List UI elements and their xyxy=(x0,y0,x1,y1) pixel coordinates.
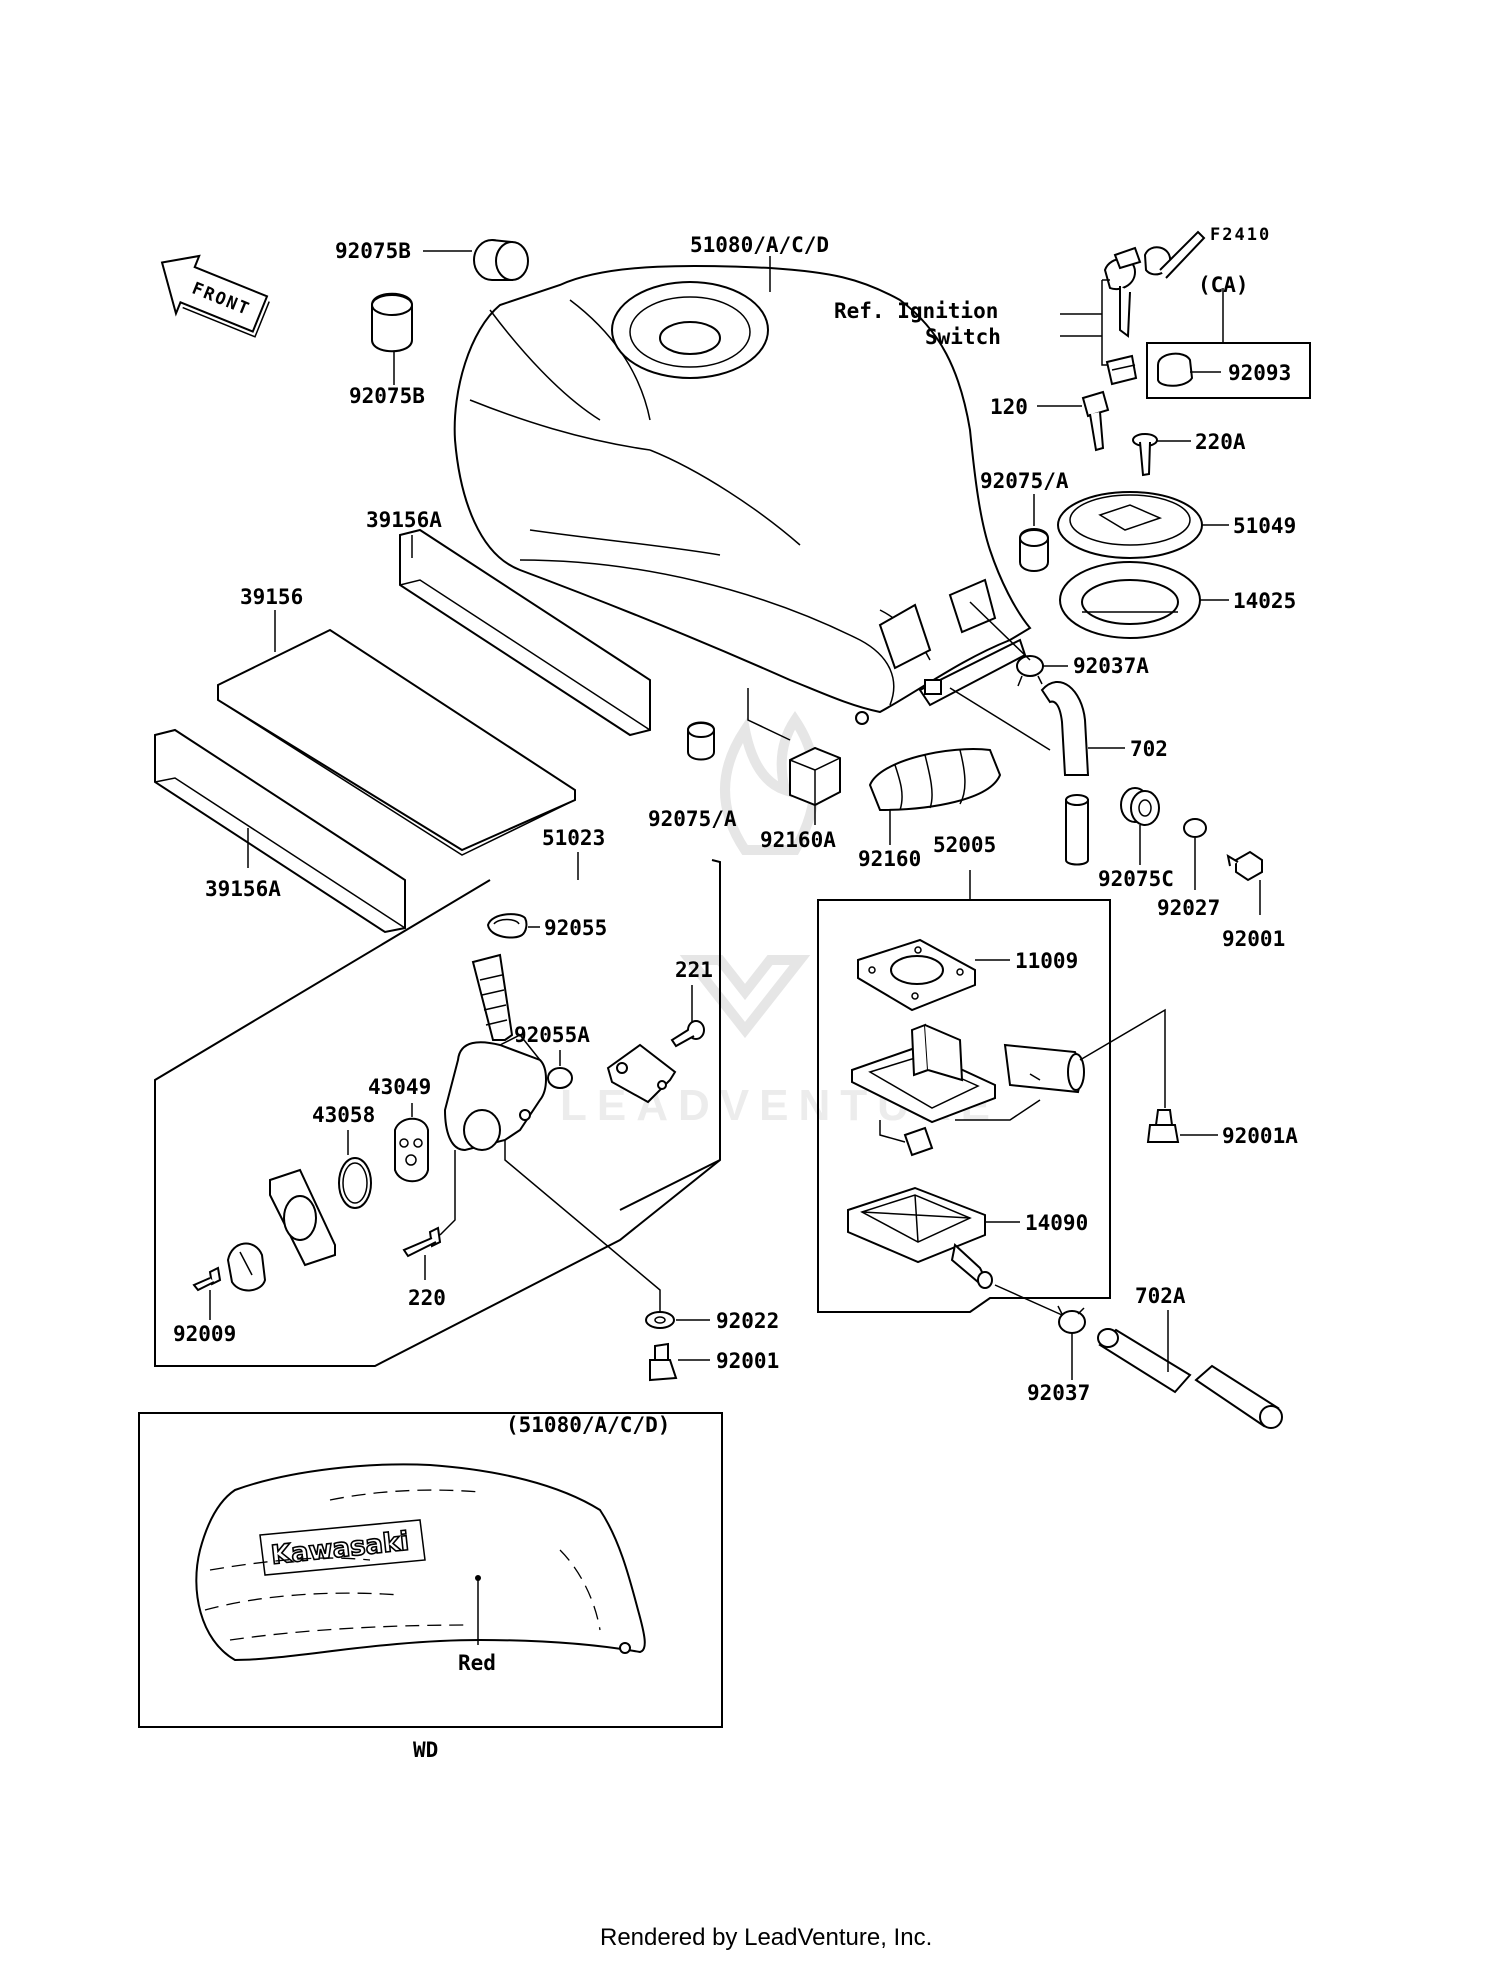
washer-92022 xyxy=(645,1311,675,1329)
pump-unit xyxy=(851,1023,1085,1157)
grommet-92075c xyxy=(1120,787,1160,826)
oring-92055a xyxy=(547,1067,573,1089)
damper-92075a-right xyxy=(1019,528,1049,572)
label-92055a: 92055A xyxy=(514,1023,590,1047)
label-43049: 43049 xyxy=(368,1075,431,1099)
screw-221 xyxy=(670,1020,705,1048)
clip-92037 xyxy=(1057,1305,1086,1334)
bolt-92001-bottom xyxy=(649,1342,678,1382)
label-92009: 92009 xyxy=(173,1322,236,1346)
label-220a: 220A xyxy=(1195,430,1246,454)
pad-39156a-bottom xyxy=(154,728,406,934)
footer-credit: Rendered by LeadVenture, Inc. xyxy=(600,1924,932,1951)
hose-702 xyxy=(1040,680,1090,866)
bolt-92001a xyxy=(1146,1109,1180,1143)
fuel-pump-frame xyxy=(817,899,1111,1313)
lever-cock xyxy=(226,1242,267,1292)
bolt-92001-right xyxy=(1226,850,1263,882)
label-43058: 43058 xyxy=(312,1103,375,1127)
label-14025: 14025 xyxy=(1233,589,1296,613)
inset-ref-label: (51080/A/C/D) xyxy=(506,1413,670,1437)
label-92037a: 92037A xyxy=(1073,654,1149,678)
cushion-92160 xyxy=(868,748,1002,812)
label-52005: 52005 xyxy=(933,833,996,857)
screw-92009 xyxy=(192,1266,222,1292)
front-arrow: FRONT xyxy=(160,254,270,338)
inset-color-label: Red xyxy=(458,1651,496,1675)
label-92075c: 92075C xyxy=(1098,867,1174,891)
label-220: 220 xyxy=(408,1286,446,1310)
label-92075a-left: 92075/A xyxy=(648,807,737,831)
label-221: 221 xyxy=(675,958,713,982)
label-92160: 92160 xyxy=(858,847,921,871)
label-92027: 92027 xyxy=(1157,896,1220,920)
inset-wd-frame xyxy=(138,1412,723,1728)
label-11009: 11009 xyxy=(1015,949,1078,973)
label-92037: 92037 xyxy=(1027,1381,1090,1405)
damper-92075a-left xyxy=(687,721,715,761)
plate-221 xyxy=(606,1043,677,1104)
oring-92055 xyxy=(486,913,528,939)
label-92022: 92022 xyxy=(716,1309,779,1333)
inset-color-leader xyxy=(475,1575,481,1645)
label-92160a: 92160A xyxy=(760,828,836,852)
label-39156a-top: 39156A xyxy=(366,508,442,532)
label-120: 120 xyxy=(990,395,1028,419)
ignition-keys xyxy=(1103,230,1206,386)
oring-43058 xyxy=(338,1157,372,1209)
pad-39156 xyxy=(217,628,576,856)
ring-14025 xyxy=(1059,561,1201,639)
ref-note-line1: Ref. Ignition xyxy=(834,299,998,323)
gasket-11009 xyxy=(857,938,976,1012)
part-labels: 92075B 51080/A/C/D 92075B 92093 120 220A… xyxy=(173,233,1298,1405)
bolt-120 xyxy=(1081,390,1110,452)
block-92160a xyxy=(789,746,841,807)
screw-220 xyxy=(402,1226,442,1258)
cap-92093-box xyxy=(1146,342,1311,399)
label-51080: 51080/A/C/D xyxy=(690,233,829,257)
label-92093: 92093 xyxy=(1228,361,1291,385)
leader-lines xyxy=(209,250,1261,1380)
label-702a: 702A xyxy=(1135,1284,1186,1308)
label-92001-right: 92001 xyxy=(1222,927,1285,951)
fuel-tank xyxy=(453,264,1032,725)
label-92075a-right: 92075/A xyxy=(980,469,1069,493)
label-92001-bottom: 92001 xyxy=(716,1349,779,1373)
label-702: 702 xyxy=(1130,737,1168,761)
damper-92075b-top xyxy=(473,239,529,281)
filter-14090 xyxy=(847,1186,993,1289)
label-51023: 51023 xyxy=(542,826,605,850)
washer-92027 xyxy=(1183,818,1207,838)
plate-cock xyxy=(269,1168,336,1267)
label-92001a: 92001A xyxy=(1222,1124,1298,1148)
label-92075b-left: 92075B xyxy=(349,384,425,408)
fuel-cock-body xyxy=(443,953,547,1152)
label-39156: 39156 xyxy=(240,585,303,609)
hose-702a xyxy=(1097,1328,1283,1429)
variant-ca-label: (CA) xyxy=(1198,273,1249,297)
label-92075b-top: 92075B xyxy=(335,239,411,263)
inset-variant-label: WD xyxy=(413,1738,438,1762)
inset-tank: Kawasaki xyxy=(195,1463,646,1662)
fuel-cock-frame xyxy=(154,859,721,1367)
screw-220a xyxy=(1132,433,1158,477)
label-92055: 92055 xyxy=(544,916,607,940)
damper-92075b-left xyxy=(371,292,413,353)
label-39156a-bottom: 39156A xyxy=(205,877,281,901)
clip-92037a xyxy=(1016,655,1044,687)
ref-note-line2: Switch xyxy=(925,325,1001,349)
label-51049: 51049 xyxy=(1233,514,1296,538)
pad-39156a-top xyxy=(399,528,651,737)
gasket-43049 xyxy=(394,1117,429,1183)
cap-51049 xyxy=(1057,491,1203,559)
diagram-code: F2410 xyxy=(1210,225,1271,245)
label-14090: 14090 xyxy=(1025,1211,1088,1235)
